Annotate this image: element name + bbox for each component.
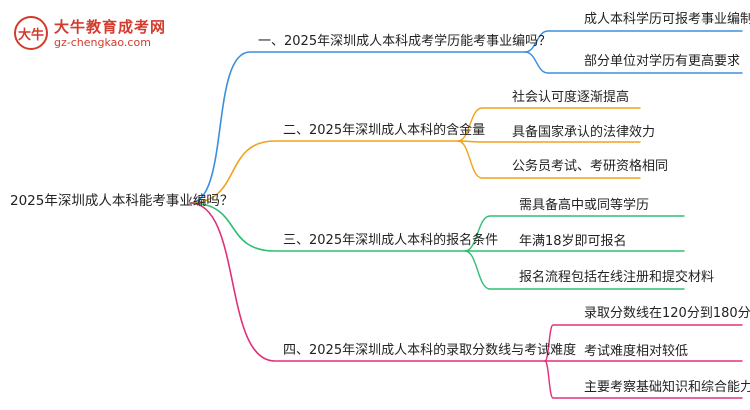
branch-4-leaf-1-connector [544, 324, 743, 362]
branch-2-leaf-2: 具备国家承认的法律效力 [512, 125, 656, 140]
branch-2-leaf-3: 公务员考试、考研资格相同 [512, 159, 669, 174]
branch-4-leaf-1: 录取分数线在120分到180分之间 [584, 306, 750, 321]
site-logo[interactable]: 大牛 大牛教育成考网 gz-chengkao.com [14, 14, 167, 54]
mindmap-root-label: 2025年深圳成人本科能考事业编吗？ [10, 193, 234, 209]
branch-4-leaf-3-connector [544, 360, 743, 399]
logo-site-url: gz-chengkao.com [54, 36, 151, 49]
branch-2-leaf-1: 社会认可度逐渐提高 [512, 90, 630, 105]
branch-1-connector [189, 51, 526, 204]
branch-1-leaf-1-connector [524, 30, 743, 53]
branch-4-leaf-3: 主要考察基础知识和综合能力 [584, 380, 750, 395]
branch-3-leaf-2: 年满18岁即可报名 [519, 234, 627, 249]
branch-3-connector [189, 202, 466, 252]
branch-2-leaf-2-connector [457, 140, 641, 143]
branch-3-leaf-3: 报名流程包括在线注册和提交材料 [519, 270, 715, 285]
logo-badge-icon: 大牛 [14, 16, 48, 50]
logo-site-name: 大牛教育成考网 [54, 18, 167, 36]
branch-3-leaf-1: 需具备高中或同等学历 [519, 198, 650, 213]
branch-2-leaf-3-connector [457, 140, 641, 179]
branch-4-connector [189, 202, 546, 362]
branch-3-leaf-3-connector [464, 250, 685, 290]
branch-4-label: 四、2025年深圳成人本科的录取分数线与考试难度 [283, 343, 577, 358]
branch-3-leaf-1-connector [464, 215, 685, 252]
branch-1-leaf-1: 成人本科学历可报考事业编制 [584, 12, 750, 27]
branch-1-leaf-2: 部分单位对学历有更高要求 [584, 54, 741, 69]
branch-2-connector [189, 140, 459, 204]
branch-4-leaf-2: 考试难度相对较低 [584, 344, 689, 359]
branch-2-label: 二、2025年深圳成人本科的含金量 [283, 123, 486, 138]
branch-2-leaf-1-connector [457, 107, 641, 142]
logo-badge-text: 大牛 [17, 28, 44, 43]
branch-1-label: 一、2025年深圳成人本科成考学历能考事业编吗？ [258, 34, 552, 49]
branch-3-label: 三、2025年深圳成人本科的报名条件 [283, 233, 499, 248]
branch-1-leaf-2-connector [524, 51, 743, 74]
